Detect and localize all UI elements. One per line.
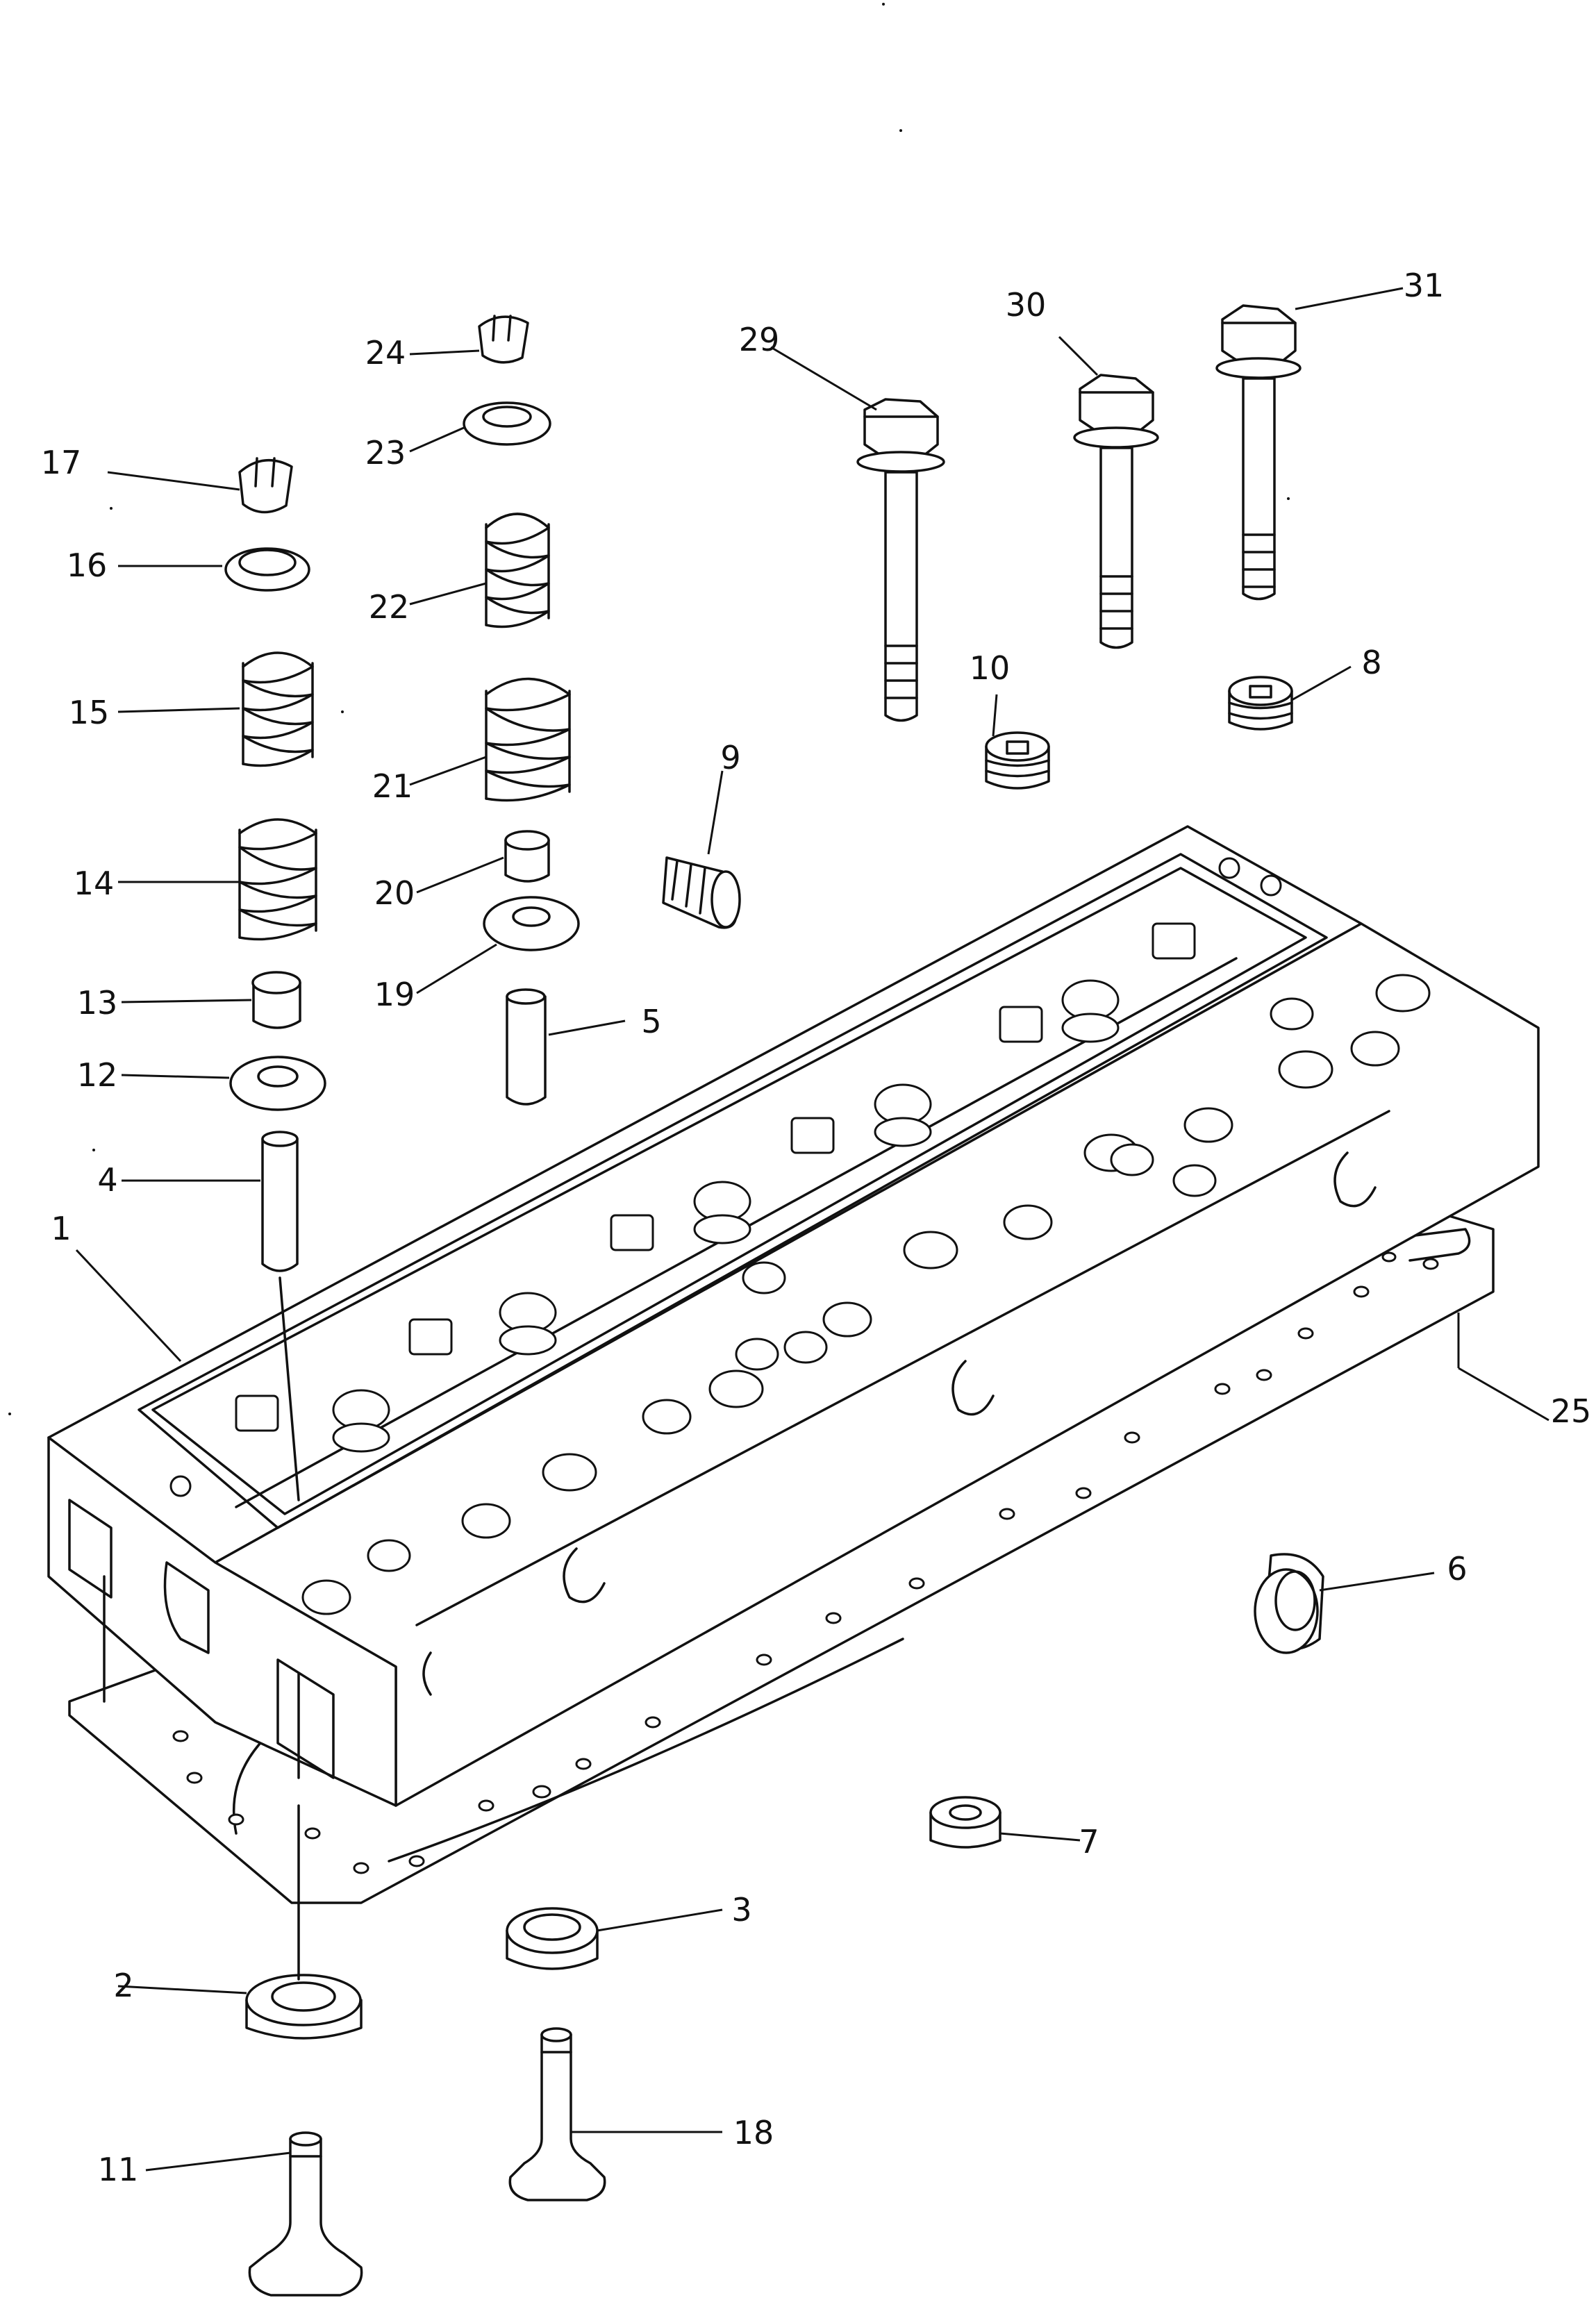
label-6: 6 bbox=[1447, 1550, 1467, 1588]
inner-spring-22 bbox=[485, 513, 550, 628]
spring-retainer-16 bbox=[224, 547, 310, 592]
part-labels: 17 16 15 14 13 12 4 1 2 11 18 3 7 6 25 8… bbox=[41, 267, 1592, 2188]
nut-7 bbox=[929, 1796, 1001, 1849]
valve-18 bbox=[508, 2027, 606, 2201]
valve-cotter-24 bbox=[478, 315, 529, 364]
label-20: 20 bbox=[374, 874, 415, 912]
cylinder-head bbox=[47, 825, 1540, 1807]
label-29: 29 bbox=[739, 321, 780, 358]
valve-seat-insert-2 bbox=[245, 1804, 363, 2040]
label-8: 8 bbox=[1361, 644, 1381, 681]
label-10: 10 bbox=[970, 649, 1011, 687]
leader-lines bbox=[75, 287, 1549, 2172]
label-12: 12 bbox=[77, 1056, 118, 1094]
outer-spring-21 bbox=[485, 677, 571, 802]
inner-spring-15 bbox=[242, 651, 314, 767]
valve-guide-4 bbox=[261, 1131, 300, 1501]
valve-cotter-17 bbox=[238, 457, 293, 514]
valve-seal-13 bbox=[251, 971, 301, 1029]
label-18: 18 bbox=[733, 2114, 774, 2151]
bolt-30 bbox=[1073, 374, 1159, 649]
spring-seat-19 bbox=[483, 896, 580, 951]
label-30: 30 bbox=[1006, 286, 1047, 324]
sleeve-6 bbox=[1254, 1553, 1324, 1654]
label-24: 24 bbox=[365, 334, 406, 372]
valve-11 bbox=[248, 2131, 363, 2297]
threaded-plug-10 bbox=[985, 731, 1050, 790]
label-16: 16 bbox=[67, 547, 108, 584]
spring-retainer-23 bbox=[463, 401, 551, 446]
valve-guide-5 bbox=[506, 988, 547, 1106]
label-23: 23 bbox=[365, 434, 406, 472]
scan-specks bbox=[8, 3, 1290, 1415]
label-2: 2 bbox=[113, 1967, 133, 2004]
label-4: 4 bbox=[97, 1161, 117, 1199]
label-17: 17 bbox=[41, 444, 82, 481]
valve-seat-insert-3 bbox=[506, 1907, 599, 1970]
label-13: 13 bbox=[77, 984, 118, 1022]
label-1: 1 bbox=[51, 1210, 71, 1247]
valve-seal-20 bbox=[504, 830, 550, 883]
label-25: 25 bbox=[1551, 1392, 1592, 1430]
label-3: 3 bbox=[731, 1891, 751, 1929]
bolt-29 bbox=[856, 398, 945, 722]
label-19: 19 bbox=[374, 976, 415, 1013]
spring-seat-12 bbox=[229, 1056, 326, 1111]
label-5: 5 bbox=[641, 1003, 661, 1040]
bolt-31 bbox=[1215, 304, 1302, 601]
label-9: 9 bbox=[720, 739, 740, 776]
outer-spring-14 bbox=[238, 818, 317, 941]
label-21: 21 bbox=[372, 767, 413, 805]
expansion-plug-9 bbox=[662, 856, 741, 929]
label-15: 15 bbox=[69, 694, 110, 731]
label-22: 22 bbox=[369, 588, 410, 626]
label-14: 14 bbox=[74, 865, 115, 902]
label-31: 31 bbox=[1404, 267, 1445, 304]
threaded-plug-8 bbox=[1228, 676, 1293, 731]
label-7: 7 bbox=[1079, 1823, 1099, 1860]
label-11: 11 bbox=[98, 2151, 139, 2188]
